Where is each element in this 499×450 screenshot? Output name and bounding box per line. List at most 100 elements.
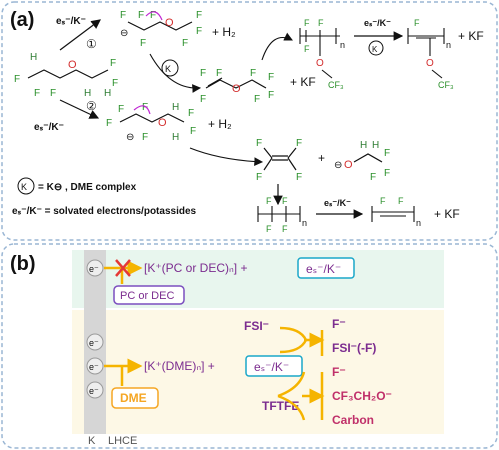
panel-b-label: (b): [10, 253, 36, 275]
reagent-step1: eₛ⁻/K⁻: [56, 16, 86, 27]
a2-f3: F: [142, 102, 148, 113]
step1-marker: ①: [86, 37, 97, 51]
svg-text:e⁻: e⁻: [89, 338, 99, 348]
fsi-product-1: F⁻: [332, 317, 346, 331]
p2-cf3: CF₃: [438, 80, 454, 90]
v-f1: F: [200, 68, 206, 79]
a1-h2: + H₂: [212, 25, 236, 39]
es-box-1: [297, 257, 355, 279]
a2-f4: F: [142, 132, 148, 143]
atom-f-bottom1: F: [34, 88, 40, 99]
v-f3: F: [216, 68, 222, 79]
tfo-minus: ⊖: [334, 160, 342, 171]
tfo-f3: F: [370, 172, 376, 183]
ptfe-bonds: [257, 206, 301, 222]
panel-a: (a) H F F F O H H F F eₛ⁻/K⁻ ① eₛ⁻/K⁻ ② …: [1, 1, 498, 241]
electron-4: e⁻: [86, 381, 104, 399]
v-f5: F: [254, 94, 260, 105]
pfa-f1: F: [380, 196, 386, 206]
lhce-label: LHCE: [108, 435, 137, 447]
tfe-f1: F: [256, 138, 262, 149]
atom-f-left: F: [14, 74, 20, 85]
tfe-bonds: [263, 147, 297, 171]
a2-curved-arrow: [133, 105, 151, 115]
p2-f1: F: [414, 18, 420, 28]
atom-h-top: H: [30, 52, 37, 63]
polymer1-bonds: [299, 28, 340, 56]
legend-k-icon-label: K: [21, 182, 27, 192]
a2-minus: ⊖: [126, 132, 134, 143]
a1-curved-arrow: [145, 11, 163, 21]
arrow-to-polymer: [261, 32, 293, 61]
a2-f6: F: [190, 126, 196, 137]
a2-h2: H: [172, 132, 179, 143]
anion1-bonds: [127, 21, 193, 31]
k-electrode-label: K: [88, 435, 96, 447]
p2-kf: + KF: [458, 29, 484, 43]
a1-f1: F: [120, 10, 126, 21]
v-f4: F: [250, 68, 256, 79]
atom-o: O: [68, 59, 77, 71]
pfa-n: n: [416, 218, 421, 228]
atom-f-r2: F: [112, 78, 118, 89]
a1-f3: F: [150, 10, 156, 21]
svg-text:e⁻: e⁻: [89, 264, 99, 274]
a2-f5: F: [188, 108, 194, 119]
v-o: O: [232, 83, 241, 95]
fsi-label: FSI⁻: [244, 319, 269, 333]
tftfe-fork: [277, 371, 306, 421]
ptfe-f2: F: [282, 196, 288, 206]
tfe-f4: F: [296, 172, 302, 183]
tfe-f3: F: [296, 138, 302, 149]
a1-f5: F: [182, 38, 188, 49]
svg-text:e⁻: e⁻: [89, 362, 99, 372]
ptfe-n: n: [302, 218, 307, 228]
a1-f7: F: [196, 26, 202, 37]
tfe-f2: F: [256, 172, 262, 183]
pfa-kf: + KF: [434, 207, 460, 221]
p1-f2: F: [318, 18, 324, 28]
electron-3: e⁻: [86, 357, 104, 375]
es-box-2: [245, 355, 303, 377]
tfo-h2: H: [372, 140, 379, 151]
es-box-2-text: eₛ⁻/K⁻: [254, 360, 289, 374]
tftfe-molecule: [27, 69, 109, 79]
arrow-step2: [59, 99, 100, 119]
a2-f2: F: [118, 104, 124, 115]
p1-o-bond: [321, 69, 333, 79]
v-f2: F: [200, 94, 206, 105]
tfo-h1: H: [360, 140, 367, 151]
electron-1: e⁻: [86, 259, 104, 277]
tfo-f1: F: [384, 148, 390, 159]
legend-k-text: = K⊖ , DME complex: [38, 182, 137, 193]
panel-a-frame: [1, 1, 498, 241]
legend-es-text: eₛ⁻/K⁻ = solvated electrons/potassides: [12, 206, 197, 217]
electron-2: e⁻: [86, 333, 104, 351]
es-box-1-text: eₛ⁻/K⁻: [306, 262, 341, 276]
a2-h1: H: [172, 102, 179, 113]
pc-complex: [K⁺(PC or DEC)ₙ] +: [144, 261, 247, 275]
pc-box-text: PC or DEC: [120, 290, 174, 302]
v-f7: F: [268, 90, 274, 101]
k-complex-2-label: K: [372, 45, 378, 54]
a1-o: O: [165, 17, 174, 29]
tftfe-product-2: CF₃CH₂O⁻: [332, 389, 392, 403]
svg-text:e⁻: e⁻: [89, 386, 99, 396]
k-complex-1-label: K: [165, 64, 171, 74]
a1-minus: ⊖: [120, 28, 128, 39]
ptfe-f1: F: [266, 196, 272, 206]
reagent-step2: eₛ⁻/K⁻: [34, 122, 64, 133]
p1-o: O: [316, 58, 324, 69]
tftfe-product-1: F⁻: [332, 365, 346, 379]
atom-h-b1: H: [84, 88, 91, 99]
tfo-o: O: [344, 159, 353, 171]
v-kf: + KF: [290, 75, 316, 89]
dme-box: [111, 387, 159, 409]
pfa-bonds: [371, 206, 415, 222]
cross-icon: [115, 259, 131, 277]
a1-f2: F: [138, 10, 144, 21]
panel-b: (b) e⁻ e⁻ e⁻ e⁻ [K⁺(PC or DEC)ₙ] + eₛ⁻/K…: [1, 243, 498, 449]
a2-h2-byproduct: + H₂: [208, 117, 232, 131]
p1-f3: F: [304, 44, 310, 54]
